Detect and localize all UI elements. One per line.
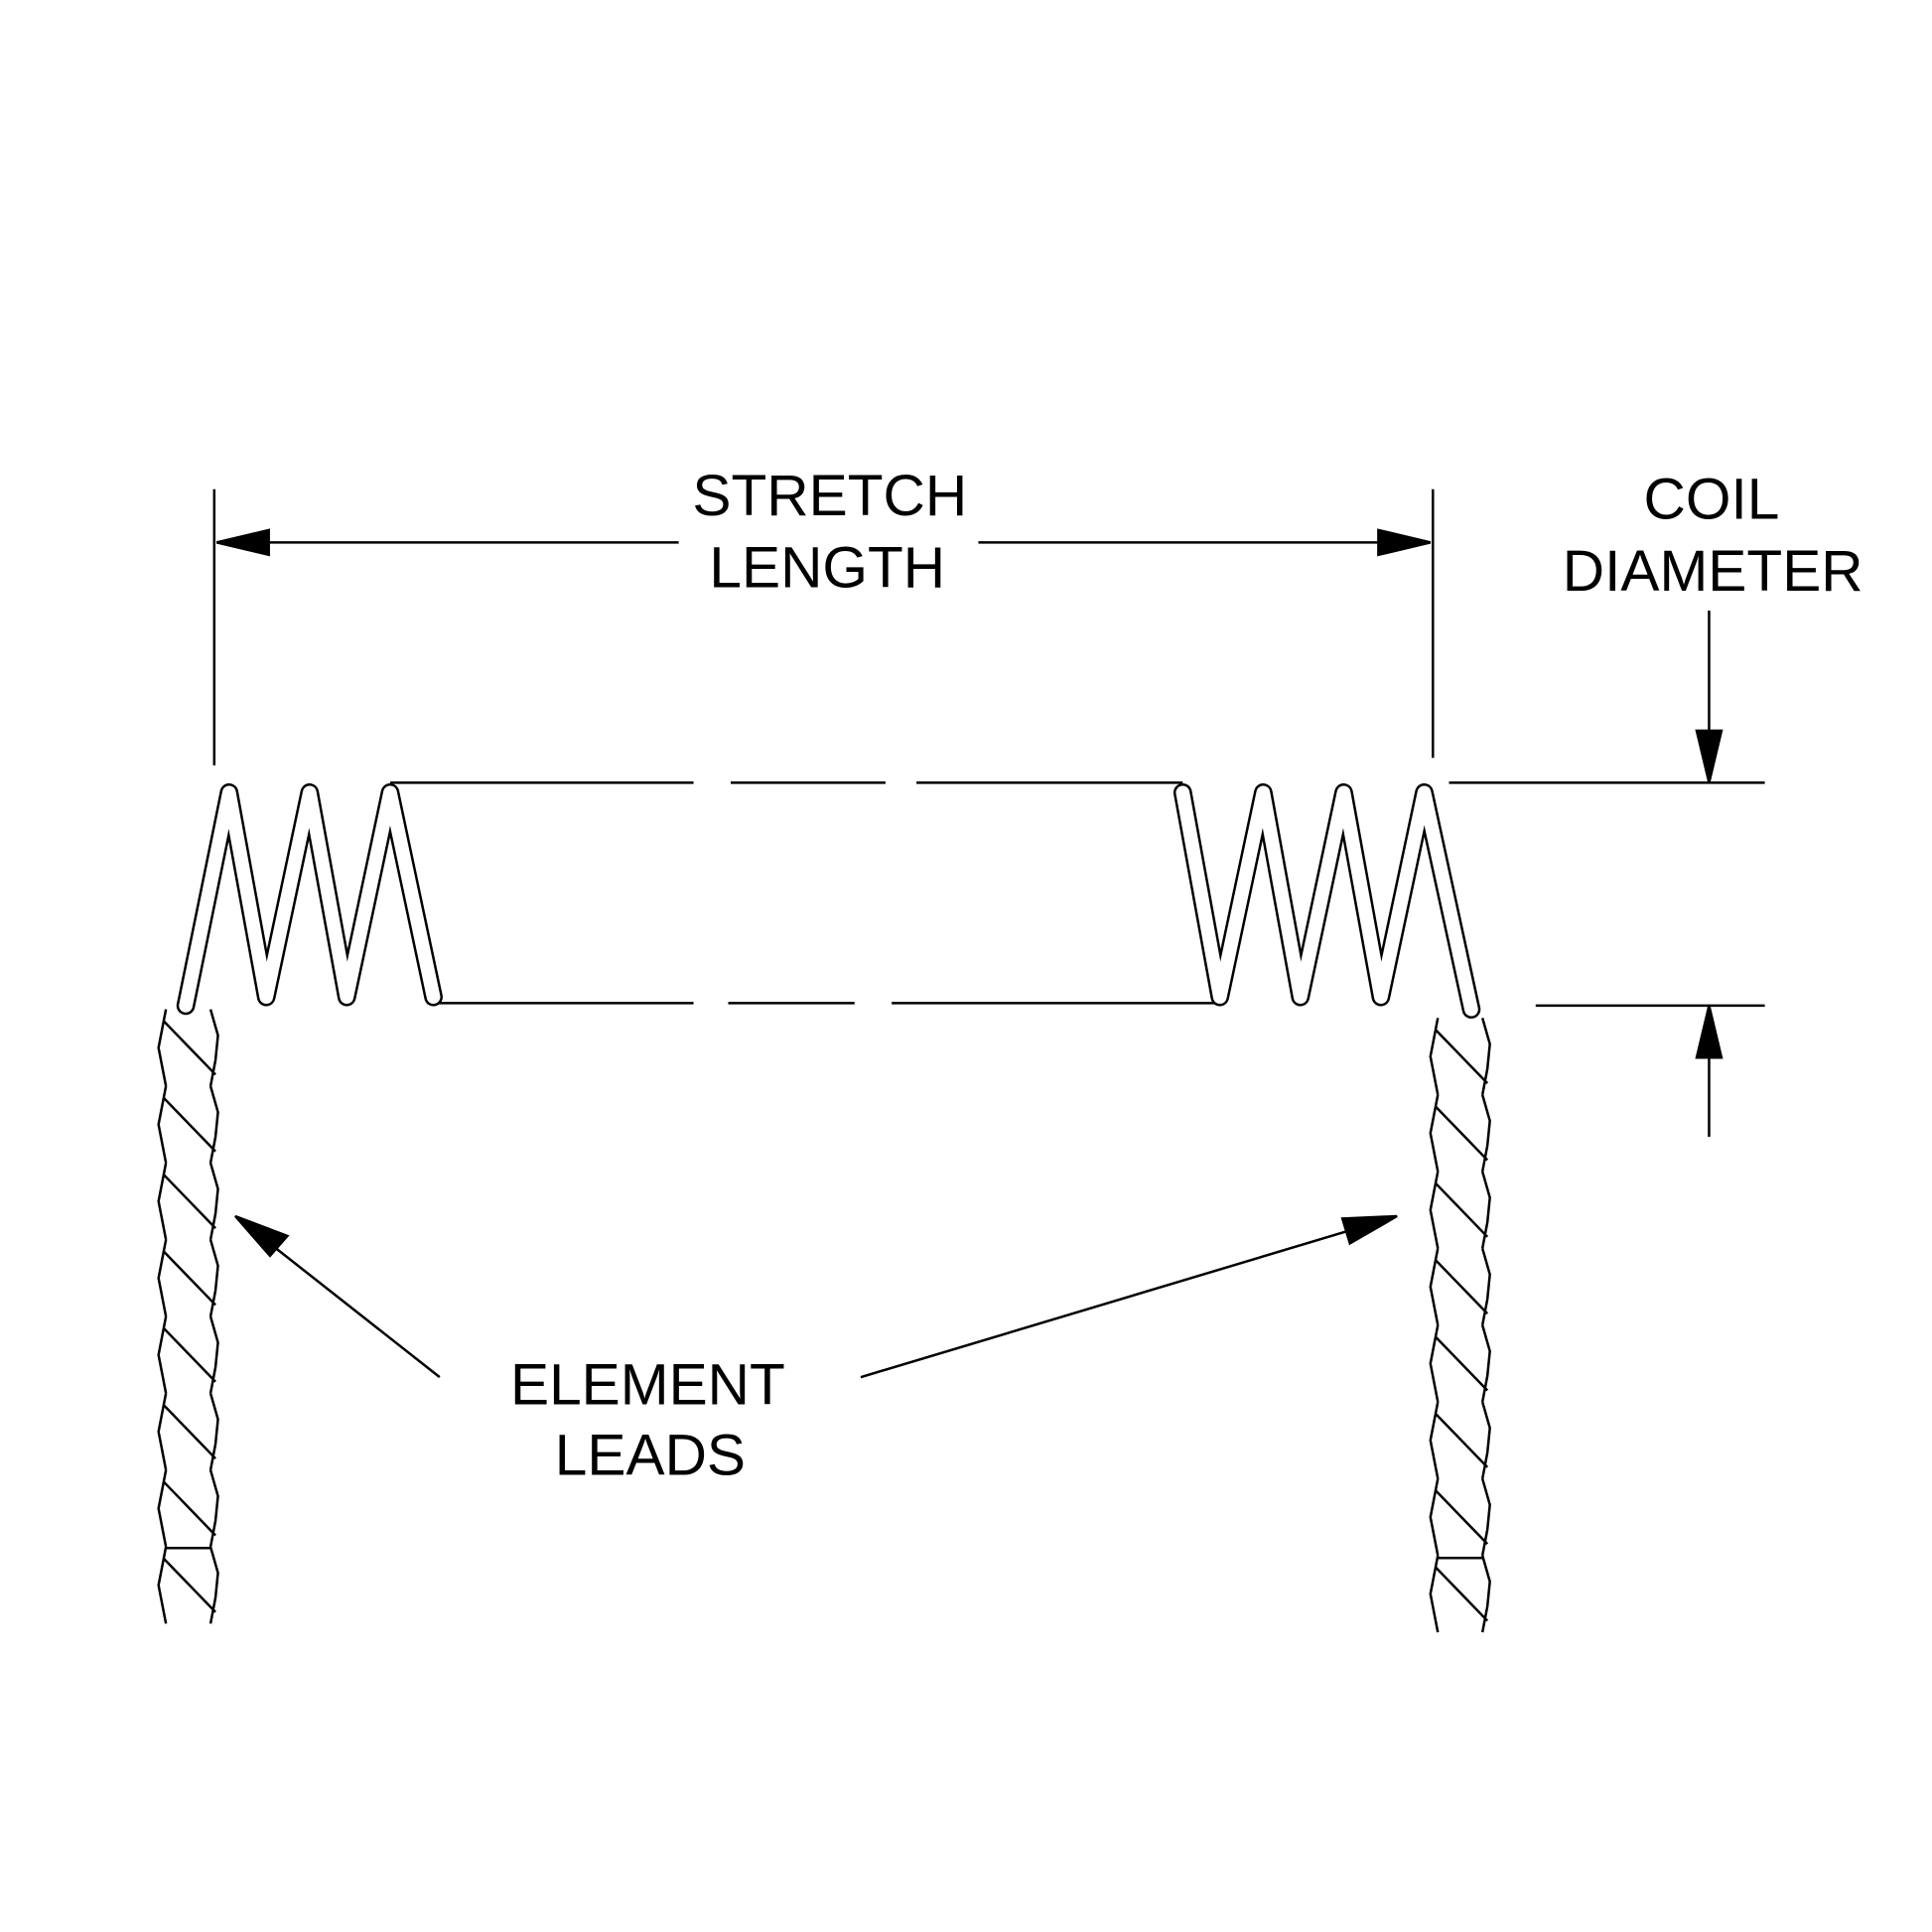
lead-twist-stroke <box>208 1009 219 1624</box>
stretch-length-dimension <box>212 488 1435 765</box>
right-element-lead <box>1429 1018 1491 1633</box>
lead-twist-stroke <box>157 1009 168 1624</box>
coil-label-line2: DIAMETER <box>1563 539 1863 604</box>
stretch-label-line2: LENGTH <box>709 535 945 600</box>
coil-label-line1: COIL <box>1644 468 1780 532</box>
coil-diameter-dimension <box>1449 610 1765 1138</box>
left-element-lead <box>157 1009 219 1624</box>
lead-twist-stroke <box>162 1020 216 1613</box>
coil-body-lines <box>389 781 1220 1005</box>
arrowhead-left <box>216 528 270 557</box>
element-label-line1: ELEMENT <box>510 1353 785 1418</box>
right-coil <box>1173 783 1481 1020</box>
lead-twist-stroke <box>1429 1018 1440 1633</box>
stretch-label-line1: STRETCH <box>692 464 967 528</box>
lead-twist-stroke <box>1434 1029 1489 1622</box>
arrowhead-right <box>1377 528 1432 557</box>
element-leads-pointers <box>234 1214 1398 1379</box>
element-label-line2: LEADS <box>555 1424 746 1488</box>
left-coil <box>176 783 443 1016</box>
lead-twist-stroke <box>1480 1018 1491 1633</box>
